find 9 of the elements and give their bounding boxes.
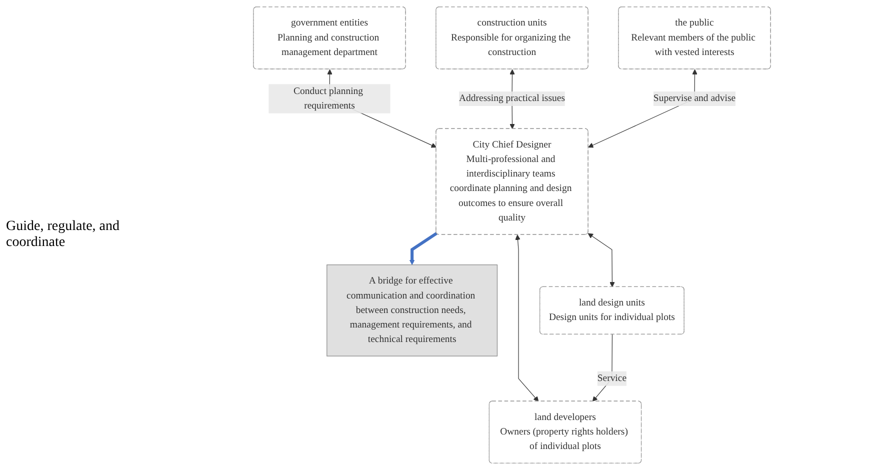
- edge-label: Supervise and advise: [653, 93, 736, 104]
- arrow: [588, 233, 615, 288]
- note-text: Guide, regulate, and coordinate: [6, 219, 121, 251]
- edge-label: Service: [597, 373, 627, 384]
- edge-label: Conduct planning requirements: [294, 86, 364, 111]
- node-box: A bridge for effective communication and coordination between construction needs, management requirements, and technical requirements: [326, 264, 498, 356]
- edge-label: Addressing practical issues: [459, 93, 565, 104]
- arrow: [515, 234, 539, 402]
- arrow: [409, 232, 438, 266]
